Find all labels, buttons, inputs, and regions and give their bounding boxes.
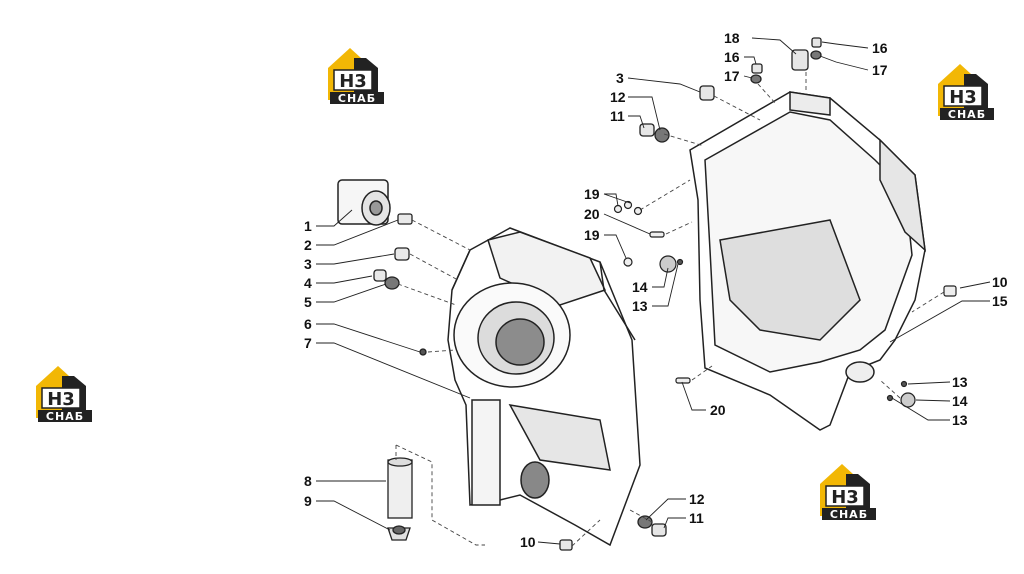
callout-2: 2 (304, 237, 312, 253)
callout-13: 13 (632, 298, 648, 314)
logo-bottom-text: CHAБ (948, 108, 986, 121)
watermark-logo: H3 CHAБ (819, 463, 877, 521)
callout-9: 9 (304, 493, 312, 509)
part-adapter (397, 213, 413, 225)
callout-19: 19 (584, 227, 600, 243)
callout-11: 11 (610, 108, 625, 124)
callout-17: 17 (872, 62, 888, 78)
logo-top-text: H3 (949, 87, 977, 108)
front-housing-drawing (447, 227, 641, 547)
callout-1: 1 (304, 218, 312, 234)
callout-12: 12 (689, 491, 705, 507)
callout-16: 16 (872, 40, 888, 56)
logo-top-text: H3 (339, 71, 367, 92)
logo-bottom-text: CHAБ (338, 92, 376, 105)
callout-20: 20 (710, 402, 726, 418)
callout-19: 19 (584, 186, 600, 202)
main-housing-drawing (689, 91, 927, 431)
callout-11: 11 (689, 510, 704, 526)
watermark-logo: H3 CHAБ (327, 47, 385, 105)
callout-4: 4 (304, 275, 312, 291)
callout-5: 5 (304, 294, 312, 310)
callout-7: 7 (304, 335, 312, 351)
callout-10: 10 (992, 274, 1008, 290)
callout-14: 14 (952, 393, 968, 409)
logo-bottom-text: CHAБ (830, 508, 868, 521)
callout-16: 16 (724, 49, 740, 65)
leader-lines (316, 37, 991, 545)
logo-bottom-text: CHAБ (46, 410, 84, 423)
watermark-logo: H3 CHAБ (937, 63, 995, 121)
callout-8: 8 (304, 473, 312, 489)
callout-3: 3 (304, 256, 312, 272)
callout-10: 10 (520, 534, 536, 550)
callout-20: 20 (584, 206, 600, 222)
callout-15: 15 (992, 293, 1008, 309)
part-filter (337, 179, 391, 226)
callout-13: 13 (952, 374, 968, 390)
callout-17: 17 (724, 68, 740, 84)
callout-13: 13 (952, 412, 968, 428)
part-sleeve-and-seal (387, 457, 413, 541)
part-dowels-and-balls (613, 200, 957, 408)
part-plugs-left (373, 247, 427, 356)
callout-18: 18 (724, 30, 740, 46)
callout-6: 6 (304, 316, 312, 332)
callout-14: 14 (632, 279, 648, 295)
callout-3: 3 (616, 70, 624, 86)
logo-top-text: H3 (831, 487, 859, 508)
assembly-guide-lines (395, 72, 945, 547)
logo-top-text: H3 (47, 389, 75, 410)
part-bottom-bolts (559, 515, 667, 551)
callout-labels: 1 2 3 4 5 6 7 8 9 10 12 11 3 12 11 19 20… (304, 30, 1008, 550)
callout-12: 12 (610, 89, 626, 105)
watermark-logo: H3 CHAБ (35, 365, 93, 423)
